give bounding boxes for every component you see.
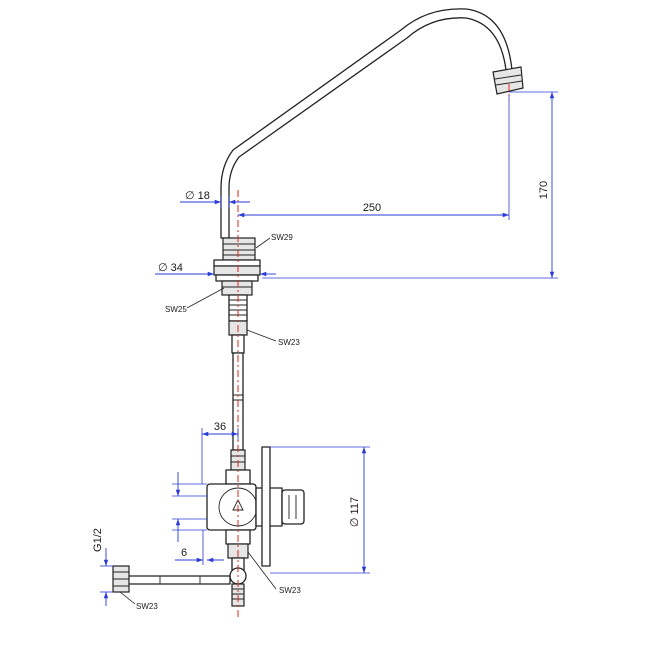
dim-diameter-34-label: ∅ 34: [158, 262, 183, 274]
spout: [220, 8, 524, 239]
dim-170-label: 170: [538, 181, 550, 199]
dim-diameter-18: ∅ 18: [180, 190, 250, 208]
inlet-hose-assembly: [112, 565, 231, 593]
sw29-nut: [222, 237, 256, 261]
dim-valve-left: [172, 472, 207, 542]
push-button: [281, 489, 305, 525]
label-sw25: SW25: [165, 287, 225, 314]
dim-250: 250: [238, 95, 510, 220]
push-button-detail: [288, 495, 297, 519]
label-sw25-text: SW25: [165, 305, 187, 314]
washer-upper: [213, 259, 261, 267]
dim-g12-label: G1/2: [92, 528, 104, 552]
label-sw23-upper-text: SW23: [278, 338, 300, 347]
aerator-rings: [494, 74, 523, 86]
deck-flange: [213, 265, 261, 276]
label-sw23-upper: SW23: [246, 329, 300, 347]
label-sw29-text: SW29: [271, 233, 293, 242]
label-sw23-valve-text: SW23: [279, 586, 301, 595]
dim-diameter-18-label: ∅ 18: [185, 190, 210, 202]
dim-170: 170: [262, 91, 558, 279]
dim-6-label: 6: [181, 547, 187, 559]
wall-cover-plate: [261, 446, 271, 567]
dim-g12: G1/2: [92, 528, 113, 606]
inlet-hose: [127, 575, 231, 585]
dim-36-label: 36: [214, 421, 226, 433]
dim-diameter-117: ∅ 117: [270, 446, 370, 574]
label-sw23-valve: SW23: [247, 551, 301, 595]
spout-aerator: [492, 66, 524, 95]
sw25-nut: [221, 280, 253, 296]
mounting-assembly: [213, 237, 261, 471]
dim-250-label: 250: [363, 202, 381, 214]
label-sw23-hose: SW23: [119, 591, 158, 611]
label-sw23-hose-text: SW23: [136, 602, 158, 611]
dim-36: 36: [201, 421, 239, 484]
dim-diameter-117-label: ∅ 117: [349, 497, 361, 527]
dim-diameter-34: ∅ 34: [155, 262, 276, 277]
sw29-nut-lines: [223, 243, 255, 256]
washer-lower: [215, 274, 259, 282]
label-sw29: SW29: [255, 233, 293, 249]
dim-6: 6: [175, 530, 224, 565]
